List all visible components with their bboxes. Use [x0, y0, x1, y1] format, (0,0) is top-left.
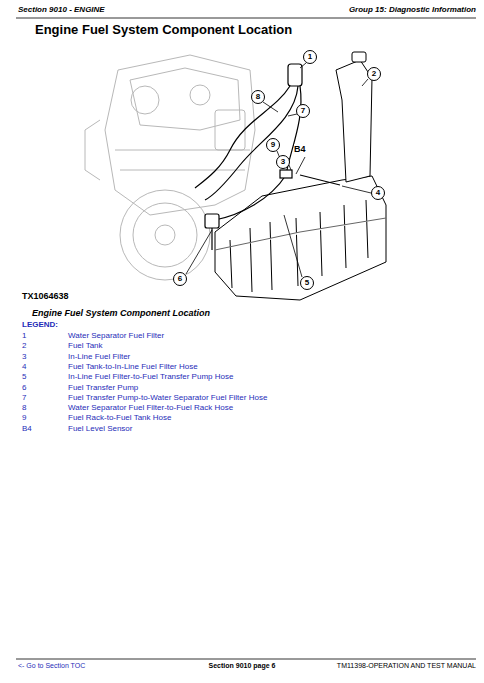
legend-key: 1	[22, 331, 26, 340]
callout-number: 4	[376, 189, 380, 197]
callout-circle: 6	[173, 272, 187, 286]
callout-number: 2	[372, 70, 376, 78]
callout-circle: 3	[276, 155, 290, 169]
callout-circle: 7	[296, 104, 310, 118]
callout-number: 8	[256, 93, 260, 101]
callout-number: 7	[301, 107, 305, 115]
legend-key: 6	[22, 383, 26, 392]
header-section: Section 9010 - ENGINE	[18, 5, 105, 14]
header-group: Group 15: Diagnostic Information	[349, 5, 476, 14]
legend-heading: LEGEND:	[22, 320, 58, 329]
legend-text: In-Line Fuel Filter	[68, 352, 130, 361]
legend-text: Water Separator Fuel Filter	[68, 331, 164, 340]
page-title: Engine Fuel System Component Location	[35, 23, 292, 38]
callout-number: 3	[281, 158, 285, 166]
legend-text: Fuel Transfer Pump-to-Water Separator Fu…	[68, 393, 267, 402]
callout-circle: 8	[251, 90, 265, 104]
legend-key: 4	[22, 362, 26, 371]
toc-link: <- Go to Section TOC	[18, 662, 85, 670]
manual-title: TM11398-OPERATION AND TEST MANUAL	[337, 662, 476, 670]
legend-key: 3	[22, 352, 26, 361]
callout-circle: 1	[303, 50, 317, 64]
leader-lines	[186, 63, 371, 277]
legend-key: 5	[22, 372, 26, 381]
footer-rule	[16, 659, 476, 660]
callout-number: 5	[305, 279, 309, 287]
header-rule	[16, 18, 476, 19]
fuel-tank	[215, 52, 386, 300]
callout-circle: 5	[300, 276, 314, 290]
legend-key: B4	[22, 424, 32, 433]
legend-text: In-Line Fuel Filter-to-Fuel Transfer Pum…	[68, 372, 233, 381]
figure-id: TX1064638	[22, 291, 69, 301]
page-number: Section 9010 page 6	[209, 662, 276, 670]
callout-circle: 4	[371, 186, 385, 200]
callout-circle: 2	[367, 67, 381, 81]
callout-number: 9	[271, 141, 275, 149]
callout-number: 6	[178, 275, 182, 283]
legend-key: 8	[22, 403, 26, 412]
legend-text: Fuel Rack-to-Fuel Tank Hose	[68, 413, 171, 422]
legend-text: Fuel Transfer Pump	[68, 383, 138, 392]
hoses	[195, 64, 340, 250]
figure-caption: Engine Fuel System Component Location	[32, 308, 210, 318]
legend-text: Fuel Tank	[68, 341, 103, 350]
legend-key: 2	[22, 341, 26, 350]
legend-text: Water Separator Fuel Filter-to-Fuel Rack…	[68, 403, 233, 412]
legend-text: Fuel Tank-to-In-Line Fuel Filter Hose	[68, 362, 198, 371]
callout-circle: 9	[266, 138, 280, 152]
legend-text: Fuel Level Sensor	[68, 424, 132, 433]
callout-number: 1	[308, 53, 312, 61]
legend-key: 7	[22, 393, 26, 402]
sensor-label: B4	[294, 144, 306, 154]
legend-key: 9	[22, 413, 26, 422]
